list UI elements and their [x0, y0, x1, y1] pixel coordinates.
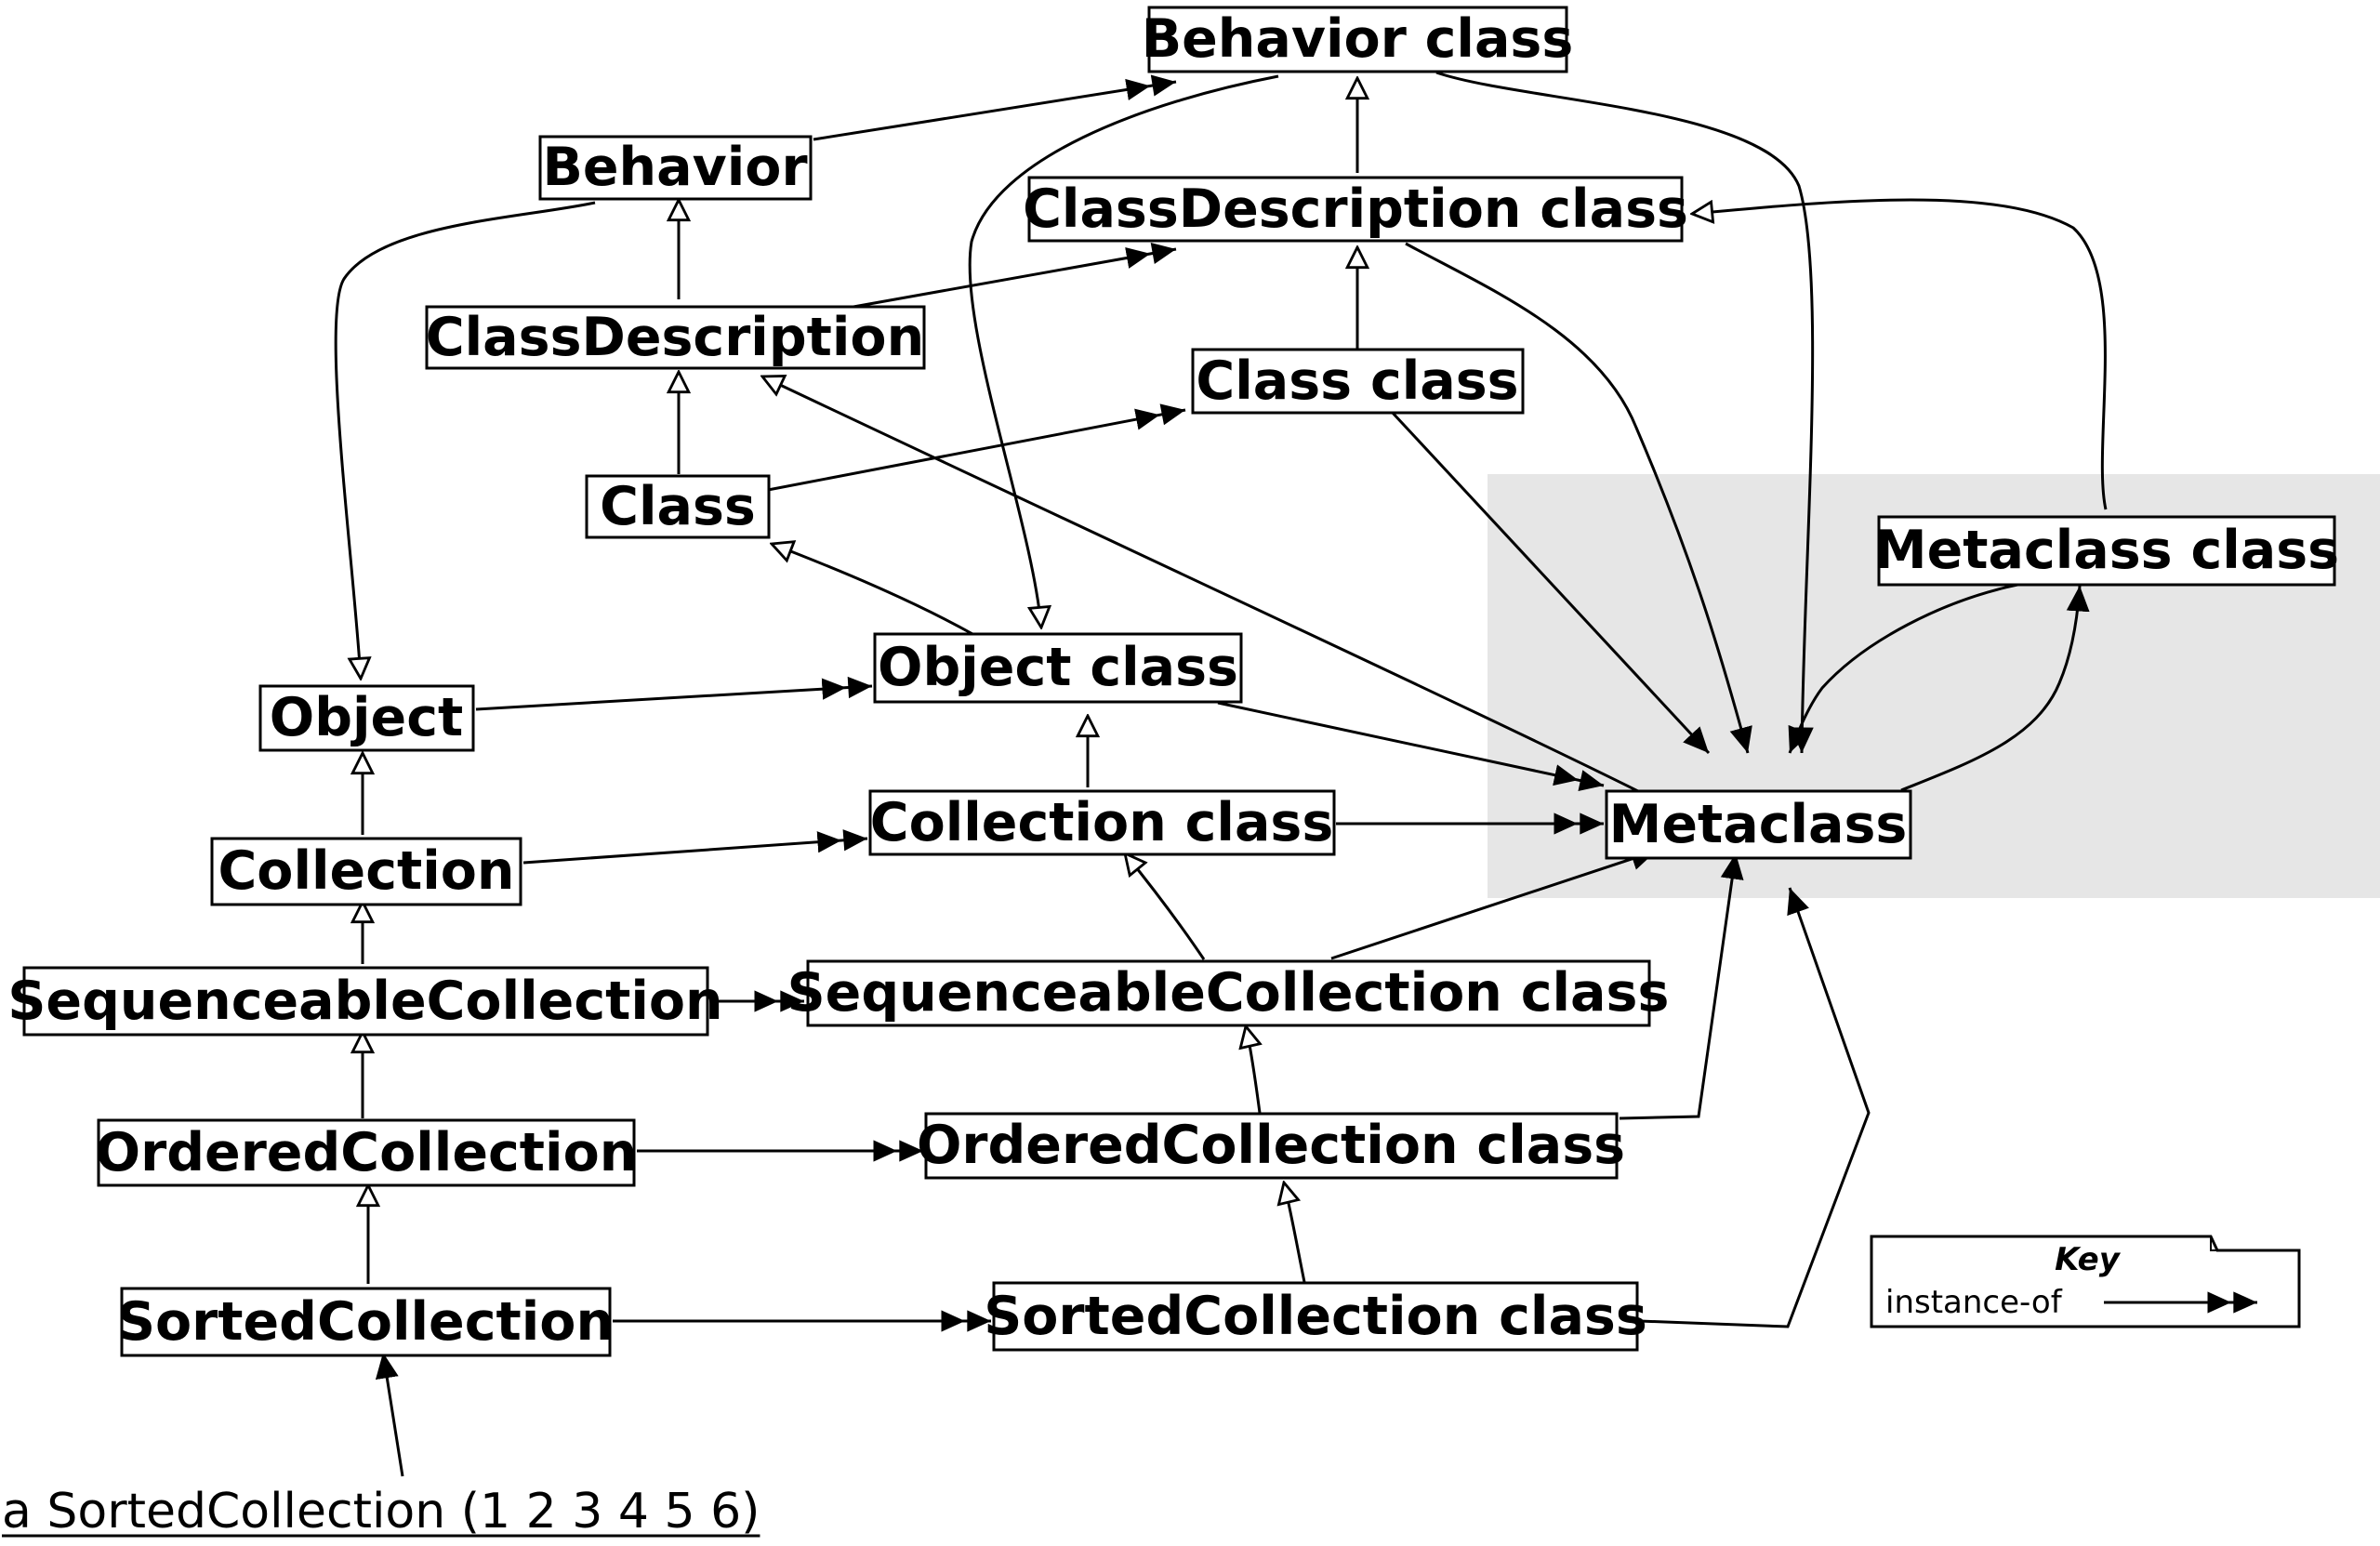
node-label: SortedCollection	[117, 1291, 614, 1353]
node-metaclass: Metaclass	[1605, 789, 1912, 860]
edge-collection-instance-of	[522, 829, 868, 865]
edge-class-instance-of	[767, 403, 1186, 492]
edge-sequenceable-class-to-collection-class	[1125, 853, 1206, 960]
node-behavior-class: Behavior class	[1142, 6, 1574, 73]
key-instance-of-label: instance-of	[1885, 1284, 2063, 1321]
edge-metaclass-class-to-classdescription-class	[1692, 198, 2108, 510]
node-label: Behavior	[542, 137, 807, 198]
edge-behavior-instance-of	[813, 74, 1177, 141]
instance-label: a SortedCollection (1 2 3 4 5 6)	[2, 1484, 760, 1539]
node-sequenceablecollection-class: SequenceableCollection class	[787, 959, 1670, 1027]
key-box: Key instance-of	[1870, 1235, 2301, 1328]
node-label: Metaclass	[1609, 794, 1908, 855]
node-orderedcollection: OrderedCollection	[96, 1118, 638, 1187]
node-sequenceablecollection: SequenceableCollection	[7, 966, 723, 1037]
edge-object-class-to-metaclass	[1217, 701, 1605, 792]
node-label: Behavior class	[1142, 8, 1574, 70]
edge-metaclass-class-to-metaclass	[1788, 582, 2023, 754]
edge-ordered-class-to-metaclass	[1619, 852, 1744, 1120]
node-label: Metaclass class	[1874, 520, 2339, 581]
node-label: OrderedCollection class	[917, 1115, 1625, 1176]
node-object: Object	[258, 684, 475, 752]
edge-object-class-to-class	[772, 544, 975, 637]
node-collection-class: Collection class	[868, 789, 1336, 856]
edge-classdescription-class-to-metaclass	[1405, 242, 1752, 754]
inheritance-edges	[334, 74, 2108, 1284]
instance-sortedcollection: a SortedCollection (1 2 3 4 5 6)	[2, 1484, 760, 1539]
node-label: ClassDescription class	[1023, 178, 1688, 240]
node-label: Collection	[218, 840, 514, 902]
node-label: Collection class	[870, 792, 1334, 853]
edge-sorted-class-to-metaclass	[1639, 887, 1871, 1328]
node-label: Object class	[878, 637, 1238, 698]
instance-of-edges	[475, 74, 1605, 1332]
node-label: Class class	[1196, 350, 1518, 412]
edge-behavior-class-to-object-class	[968, 74, 1279, 628]
node-collection: Collection	[210, 837, 522, 906]
node-class: Class	[585, 474, 771, 539]
node-label: Object	[270, 687, 464, 748]
node-label: SequenceableCollection class	[787, 962, 1670, 1024]
edge-instance-to-sortedcollection	[375, 1352, 404, 1477]
node-orderedcollection-class: OrderedCollection class	[917, 1112, 1625, 1180]
node-behavior: Behavior	[538, 135, 813, 201]
edge-behavior-to-object	[334, 201, 596, 679]
node-label: ClassDescription	[426, 307, 924, 368]
edge-behavior-class-to-metaclass	[1435, 71, 1815, 754]
node-sortedcollection: SortedCollection	[117, 1287, 614, 1357]
node-class-class: Class class	[1191, 348, 1525, 415]
edge-object-instance-of	[475, 676, 873, 711]
node-label: SortedCollection class	[984, 1286, 1647, 1347]
edge-ordered-class-to-sequenceable-class	[1246, 1026, 1260, 1114]
metaclass-edges	[375, 71, 2090, 1477]
edge-classdescription-instance-of	[853, 243, 1177, 309]
node-classdescription: ClassDescription	[425, 305, 926, 370]
node-label: Class	[600, 476, 756, 537]
edge-metaclass-to-classdescription	[762, 377, 1646, 797]
edge-sorted-class-to-ordered-class	[1284, 1183, 1306, 1283]
edge-metaclass-to-metaclass-class	[1900, 585, 2090, 792]
node-object-class: Object class	[873, 632, 1243, 704]
node-sortedcollection-class: SortedCollection class	[984, 1281, 1647, 1352]
edge-class-class-to-metaclass	[1389, 409, 1711, 755]
node-label: OrderedCollection	[96, 1122, 638, 1183]
node-classdescription-class: ClassDescription class	[1023, 176, 1688, 243]
node-metaclass-class: Metaclass class	[1874, 515, 2339, 587]
node-label: SequenceableCollection	[7, 971, 722, 1032]
edge-sequenceable-class-to-metaclass	[1330, 847, 1658, 960]
key-title: Key	[2055, 1241, 2122, 1278]
